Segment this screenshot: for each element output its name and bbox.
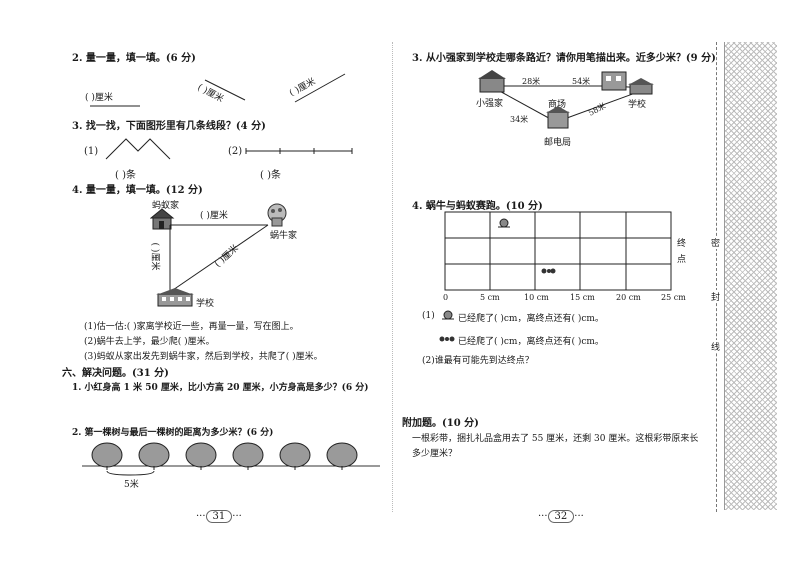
route-map bbox=[478, 70, 654, 129]
q3-line-figure bbox=[245, 148, 353, 154]
left-q3-title: 3. 找一找，下面图形里有几条线段？(4 分) bbox=[72, 121, 266, 132]
race-sub-2: (2)谁最有可能先到达终点？ bbox=[422, 356, 534, 366]
page-number-31: ···31··· bbox=[196, 510, 242, 523]
extra-line-1: 一根彩带，捆扎礼品盒用去了 55 厘米，还剩 30 厘米。这根彩带原来长 bbox=[412, 434, 699, 444]
ant-home-icon bbox=[150, 208, 175, 230]
race-sub-1: (1) bbox=[422, 311, 435, 321]
dist-54: 54米 bbox=[572, 77, 591, 86]
seal-char-1: 密 bbox=[711, 236, 721, 249]
snail-icon bbox=[498, 218, 510, 228]
tick-10: 10 cm bbox=[524, 293, 549, 302]
seal-char-3: 线 bbox=[711, 340, 721, 353]
snail-home-icon bbox=[267, 203, 287, 227]
tree-4 bbox=[232, 442, 264, 468]
tick-0: 0 bbox=[443, 293, 449, 302]
dist-28: 28米 bbox=[522, 77, 541, 86]
snail-small-icon bbox=[442, 310, 454, 320]
tree-2 bbox=[138, 442, 170, 468]
tick-15: 15 cm bbox=[570, 293, 595, 302]
sec6-q1: 1. 小红身高 1 米 50 厘米，比小方高 20 厘米，小方身高是多少？(6 … bbox=[72, 383, 369, 393]
race-grid bbox=[444, 211, 672, 291]
q4-sub-1: (1)估一估:( )家离学校近一些，再量一量，写在图上。 bbox=[84, 322, 299, 332]
trees-figure bbox=[82, 442, 380, 476]
store-label: 商场 bbox=[548, 100, 567, 110]
dist-34: 34米 bbox=[510, 115, 529, 124]
section-6-title: 六、解决问题。(31 分) bbox=[62, 368, 169, 379]
q4-sub-2: (2)蜗牛去上学，最少爬( )厘米。 bbox=[84, 337, 215, 347]
q2-blank-1: ( )厘米 bbox=[85, 93, 113, 103]
page-number-32: ···32··· bbox=[538, 510, 584, 523]
q3-label-1: (1) bbox=[84, 146, 99, 157]
ant-small-icon bbox=[439, 336, 455, 342]
binding-hatch bbox=[724, 42, 777, 510]
home-icon bbox=[478, 70, 506, 93]
tick-20: 20 cm bbox=[616, 293, 641, 302]
q3-blank-1: ( )条 bbox=[115, 170, 136, 181]
ant-home-label: 蚂蚁家 bbox=[152, 201, 180, 211]
page-divider bbox=[392, 42, 393, 512]
q4-sub-3: (3)蚂蚁从家出发先到蜗牛家，然后到学校，共爬了( )厘米。 bbox=[84, 352, 323, 362]
ant-icon bbox=[541, 268, 556, 274]
snail-home-label: 蜗牛家 bbox=[270, 231, 298, 241]
tick-5: 5 cm bbox=[480, 293, 500, 302]
q4-triangle bbox=[169, 224, 269, 293]
segment-3 bbox=[294, 73, 346, 103]
q2-segments bbox=[90, 73, 346, 107]
right-q3-title: 3. 从小强家到学校走哪条路近？请你用笔描出来。近多少米？(9 分) bbox=[412, 53, 716, 64]
home-label: 小强家 bbox=[476, 99, 504, 109]
q3-label-2: (2) bbox=[228, 146, 243, 157]
left-distance-blank: ( )厘米 bbox=[149, 242, 160, 271]
school-icon-right bbox=[628, 78, 654, 95]
school-label-right: 学校 bbox=[628, 100, 647, 110]
q3-blank-2: ( )条 bbox=[260, 170, 281, 181]
tree-3 bbox=[185, 442, 217, 468]
extra-title: 附加题。(10 分) bbox=[402, 418, 479, 429]
segment-2 bbox=[204, 79, 246, 101]
extra-line-2: 多少厘米？ bbox=[412, 449, 458, 459]
store-icon bbox=[601, 71, 627, 91]
sec6-q2: 2. 第一棵树与最后一棵树的距离为多少米？(6 分) bbox=[72, 428, 274, 438]
finish-char-2: 点 bbox=[677, 255, 687, 265]
right-q4-title: 4. 蜗牛与蚂蚁赛跑。(10 分) bbox=[412, 201, 543, 212]
finish-char-1: 终 bbox=[677, 239, 687, 249]
ant-progress-line: 已经爬了( )cm，离终点还有( )cm。 bbox=[458, 337, 604, 347]
seal-char-2: 封 bbox=[711, 290, 721, 303]
tree-gap-label: 5米 bbox=[124, 480, 139, 490]
tree-6 bbox=[326, 442, 358, 468]
post-office-icon bbox=[546, 106, 570, 129]
post-office-label: 邮电局 bbox=[544, 138, 572, 148]
q3-mountain-figure bbox=[105, 138, 171, 160]
snail-progress-line: 已经爬了( )cm，离终点还有( )cm。 bbox=[458, 314, 604, 324]
left-q4-title: 4. 量一量，填一填。(12 分) bbox=[72, 185, 203, 196]
left-q2-title: 2. 量一量，填一填。(6 分) bbox=[72, 53, 196, 64]
school-label: 学校 bbox=[196, 299, 215, 309]
top-distance-blank: ( )厘米 bbox=[200, 211, 228, 221]
tree-1 bbox=[91, 442, 123, 468]
seal-line bbox=[716, 42, 717, 512]
tree-5 bbox=[279, 442, 311, 468]
tick-25: 25 cm bbox=[661, 293, 686, 302]
school-icon bbox=[156, 288, 194, 307]
